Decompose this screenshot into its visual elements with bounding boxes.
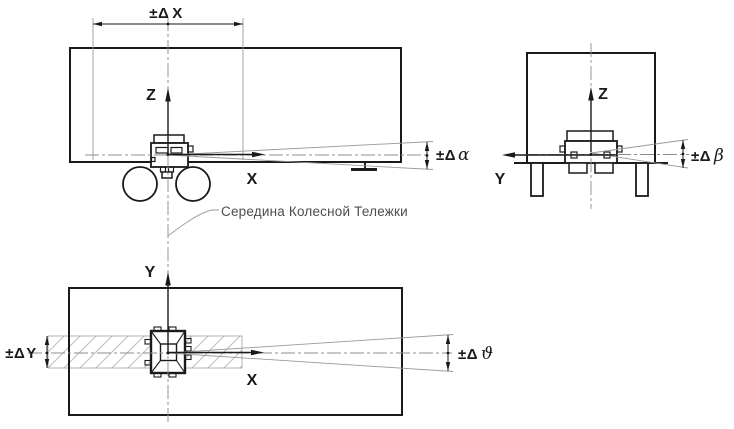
top-y-axis-label: Y [145, 264, 156, 281]
rear-y-axis-label: Y [495, 171, 506, 188]
dim-x-center-dot [166, 22, 170, 26]
top-origin-dot [166, 351, 170, 355]
dim-y-arrow-up [44, 336, 50, 345]
wheel-rear [175, 166, 211, 202]
rear-y-arrowhead [502, 152, 515, 158]
trailer-body-top-outline [68, 287, 403, 416]
dim-beta-arrow-up [680, 140, 686, 149]
dim-theta-arrow-down [445, 362, 451, 371]
side-z-arrowhead [165, 88, 171, 102]
theta-fan-lower [167, 352, 454, 372]
dim-y-arrow-down [44, 359, 50, 368]
dimensions [44, 21, 686, 371]
rear-z-arrowhead [588, 87, 594, 101]
theta-fan-upper [167, 334, 454, 354]
dim-x-arrow-left [93, 21, 102, 27]
bogie-middle-annotation: Середина Колесной Тележки [221, 204, 408, 219]
alpha-fan-lower [167, 154, 434, 170]
annotation-leader-line [167, 209, 219, 237]
dim-x-arrow-right [234, 21, 243, 27]
dim-alpha-center-dot [425, 154, 429, 157]
top-x-arrowhead [251, 349, 264, 356]
side-x-arrowhead [252, 151, 265, 158]
dim-beta-center-dot [681, 152, 685, 156]
alpha-fan-upper [167, 141, 434, 156]
dim-theta-arrow-up [445, 335, 451, 344]
dim-beta-arrow-down [680, 159, 686, 168]
beta-fan-upper [590, 139, 689, 154]
rear-origin-dot [589, 153, 593, 156]
dim-y-center-dot [45, 351, 49, 355]
support-leg-left [530, 162, 544, 197]
trailer-body-outline [69, 47, 402, 163]
dim-y-label: ±ΔY [5, 345, 37, 362]
wheel-front [122, 166, 158, 202]
dim-alpha-arrow-up [424, 142, 430, 151]
top-y-arrowhead [165, 272, 171, 286]
side-x-axis-label: X [247, 171, 258, 188]
side-view [69, 18, 434, 202]
rear-z-axis-label: Z [598, 86, 608, 103]
rear-view [514, 52, 689, 197]
dim-alpha-arrow-down [424, 160, 430, 169]
support-leg-right [635, 162, 649, 197]
side-z-axis-label: Z [146, 87, 156, 104]
axes [165, 87, 617, 356]
dim-theta-center-dot [446, 351, 450, 355]
side-origin-dot [166, 153, 170, 156]
top-x-axis-label: X [247, 372, 258, 389]
